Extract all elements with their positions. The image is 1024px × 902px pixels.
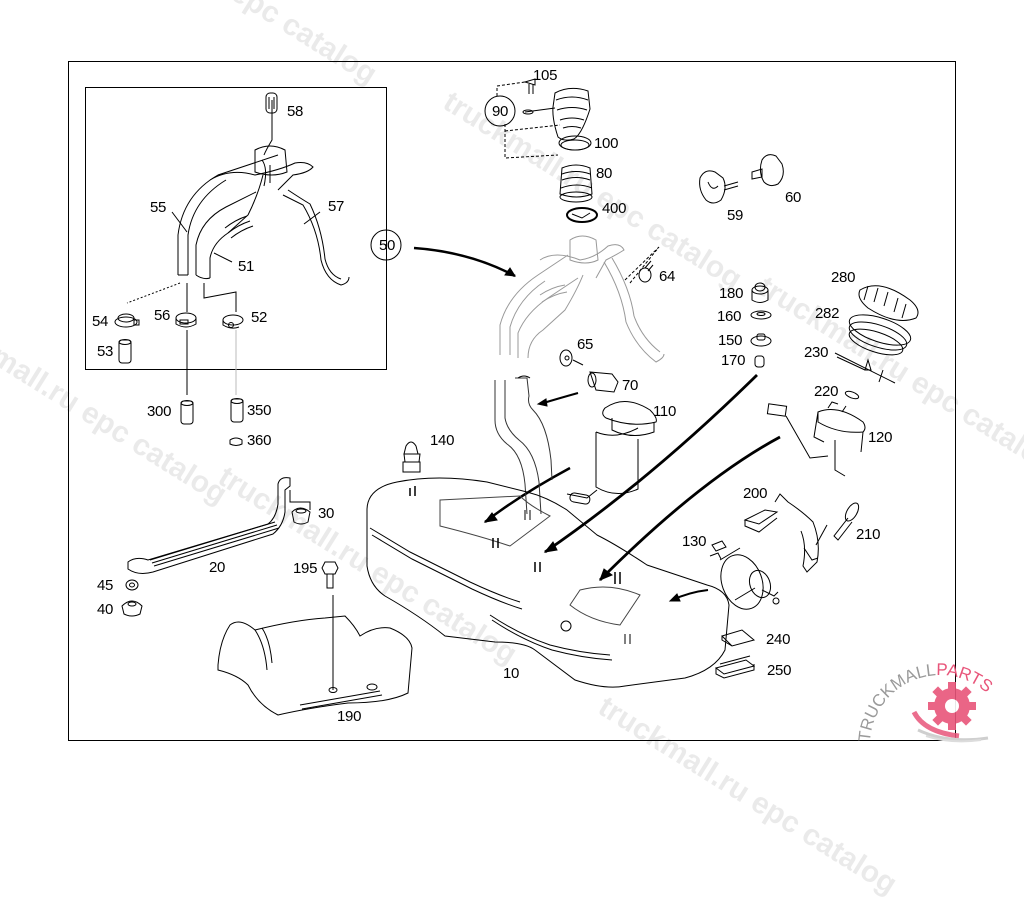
sleeve-170-drawing (754, 355, 765, 368)
clamp-52-drawing (222, 314, 244, 329)
callout-40: 40 (97, 601, 114, 618)
callout-230: 230 (804, 344, 829, 361)
fuel-pump-110-drawing (566, 401, 657, 505)
callout-50[interactable]: 50 (379, 237, 396, 254)
callout-195: 195 (293, 560, 318, 577)
callout-59: 59 (727, 207, 744, 224)
sensor-70-drawing (587, 371, 619, 393)
sleeve-350-drawing (230, 398, 244, 423)
seal-282-drawing (848, 314, 912, 356)
sleeve-53-drawing (118, 339, 132, 364)
svg-text:TRUCKMALLPARTS: TRUCKMALLPARTS (856, 660, 996, 742)
clip-250-drawing (714, 655, 756, 679)
callout-170: 170 (721, 352, 746, 369)
callout-57: 57 (328, 198, 345, 215)
callout-140: 140 (430, 432, 455, 449)
callout-51: 51 (238, 258, 255, 275)
callout-55: 55 (150, 199, 167, 216)
callout-54: 54 (92, 313, 109, 330)
screw-65-drawing (559, 349, 584, 367)
callout-350: 350 (247, 402, 272, 419)
callout-130: 130 (682, 533, 707, 550)
callout-120: 120 (868, 429, 893, 446)
sleeve-300-drawing (180, 400, 194, 425)
grommet-40-drawing (121, 600, 143, 617)
clip-60-drawing (751, 154, 784, 187)
callout-400: 400 (602, 200, 627, 217)
diagram-drawing (114, 78, 919, 716)
callout-150: 150 (718, 332, 743, 349)
callout-65: 65 (577, 336, 594, 353)
callout-240: 240 (766, 631, 791, 648)
callout-220: 220 (814, 383, 839, 400)
bolt-210-drawing (833, 502, 860, 541)
clip-240-drawing (721, 629, 756, 647)
sender-unit-120-drawing (766, 401, 866, 477)
filler-cap-90-drawing (522, 87, 591, 141)
bump-stop-140-drawing (402, 441, 421, 473)
callout-282: 282 (815, 305, 840, 322)
callout-52: 52 (251, 309, 268, 326)
oring-220-drawing (844, 390, 860, 400)
tank-strap-20-drawing (127, 477, 311, 574)
callout-90[interactable]: 90 (492, 103, 509, 120)
callout-60: 60 (785, 189, 802, 206)
callout-200: 200 (743, 485, 768, 502)
callout-360: 360 (247, 432, 272, 449)
grommet-30-drawing (291, 507, 311, 525)
clamp-360-drawing (229, 437, 243, 446)
ring-280-drawing (858, 285, 919, 321)
nut-180-drawing (751, 282, 769, 303)
fuel-filter-130-drawing (709, 540, 780, 610)
callout-53: 53 (97, 343, 114, 360)
callout-80: 80 (596, 165, 613, 182)
callout-210: 210 (856, 526, 881, 543)
bolt-195-drawing (321, 561, 339, 589)
clip-59-drawing (699, 170, 739, 204)
callout-180: 180 (719, 285, 744, 302)
callout-20: 20 (209, 559, 226, 576)
callout-280: 280 (831, 269, 856, 286)
bracket-200-drawing (743, 493, 819, 573)
truckmall-parts-logo: TRUCKMALLPARTS (856, 660, 996, 742)
callout-56: 56 (154, 307, 171, 324)
callout-190: 190 (337, 708, 362, 725)
callout-300: 300 (147, 403, 172, 420)
fuel-tank-10-drawing (366, 477, 730, 688)
callout-160: 160 (717, 308, 742, 325)
logo-text-dark: TRUCKMALL (856, 660, 937, 742)
callout-100: 100 (594, 135, 619, 152)
boot-80-drawing (559, 164, 593, 203)
filler-neck-drawing (177, 92, 350, 286)
filler-neck-main-drawing (499, 235, 665, 363)
callout-105: 105 (533, 67, 558, 84)
callout-250: 250 (767, 662, 792, 679)
callout-64: 64 (659, 268, 676, 285)
callout-10: 10 (503, 665, 520, 682)
callout-58: 58 (287, 103, 304, 120)
washer-45-drawing (125, 579, 139, 591)
diagram-frame (68, 61, 956, 741)
clamp-56-drawing (175, 312, 197, 328)
callout-110: 110 (653, 403, 677, 420)
heat-shield-190-drawing (217, 615, 413, 716)
washer-160-drawing (750, 310, 772, 320)
callout-30: 30 (318, 505, 335, 522)
callout-45: 45 (97, 577, 114, 594)
gear-icon (928, 682, 976, 730)
grommet-150-drawing (750, 335, 772, 347)
callout-70: 70 (622, 377, 639, 394)
clamp-54-drawing (114, 313, 140, 328)
gasket-230-drawing (834, 352, 896, 384)
